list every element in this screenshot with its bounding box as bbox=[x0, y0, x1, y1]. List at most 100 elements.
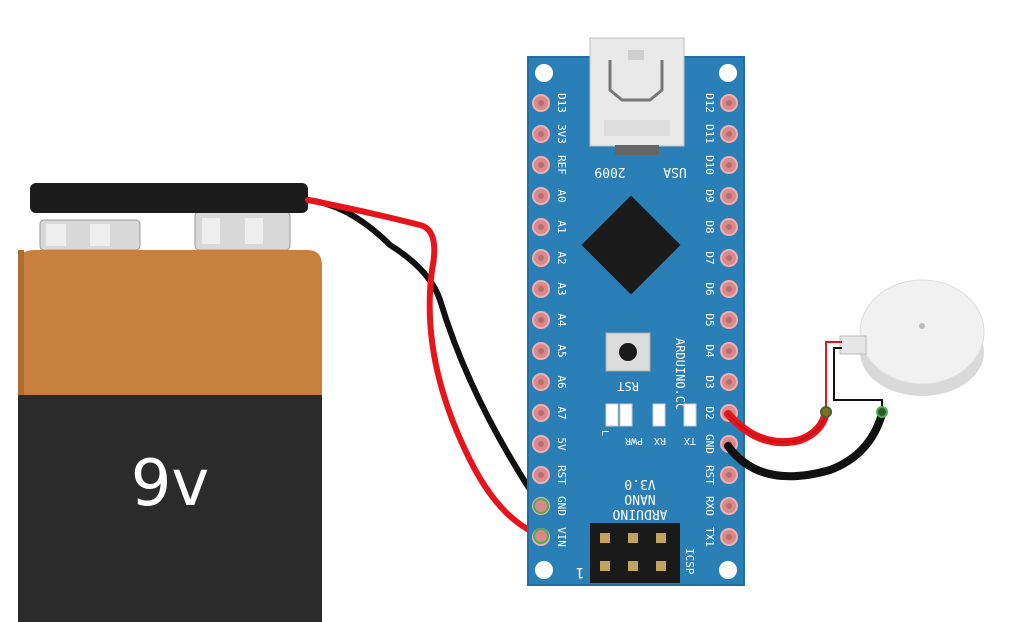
pin-hole bbox=[726, 317, 732, 323]
battery-label: 9v bbox=[131, 447, 210, 521]
mount-hole bbox=[535, 561, 553, 579]
pin-label-d11: D11 bbox=[703, 124, 716, 144]
pin-hole bbox=[538, 100, 544, 106]
pin-hole bbox=[726, 193, 732, 199]
pin-hole bbox=[726, 379, 732, 385]
reset-button[interactable] bbox=[605, 332, 651, 372]
pin-label-d2: D2 bbox=[703, 406, 716, 419]
usb-text: USA bbox=[663, 164, 687, 179]
pin-label-gnd: GND bbox=[703, 434, 716, 454]
icsp-header bbox=[590, 523, 680, 583]
motor-black-wire bbox=[724, 410, 886, 481]
led-label-pwr: PWR bbox=[624, 435, 643, 446]
pin-label-a3: A3 bbox=[555, 282, 568, 295]
pin-hole bbox=[538, 348, 544, 354]
microcontroller-chip bbox=[581, 195, 681, 295]
pin-label-a2: A2 bbox=[555, 251, 568, 264]
board-name-line-2: NANO bbox=[624, 491, 655, 506]
pin-label-vin: VIN bbox=[555, 527, 568, 547]
pin-label-d13: D13 bbox=[555, 93, 568, 113]
pin-hole bbox=[538, 410, 544, 416]
pin-label-d4: D4 bbox=[703, 344, 716, 358]
pin-hole bbox=[538, 131, 544, 137]
pin-hole bbox=[726, 162, 732, 168]
pin-hole bbox=[726, 255, 732, 261]
motor-wires bbox=[724, 406, 888, 481]
pin-label-5v: 5V bbox=[555, 437, 568, 451]
gnd-wire-end bbox=[533, 498, 549, 514]
battery-snap-cap bbox=[30, 183, 308, 213]
motor-black-lead-end bbox=[876, 406, 888, 418]
pin-hole bbox=[538, 379, 544, 385]
pin-hole bbox=[538, 193, 544, 199]
year-text: 2009 bbox=[594, 164, 625, 179]
motor-red-lead-end bbox=[820, 406, 832, 418]
pin-label-d3: D3 bbox=[703, 375, 716, 388]
pin-hole bbox=[538, 472, 544, 478]
pin-label-d12: D12 bbox=[703, 93, 716, 113]
led-label-tx: TX bbox=[684, 435, 696, 446]
motor-red-wire bbox=[724, 408, 830, 447]
pin-label-a7: A7 bbox=[555, 406, 568, 419]
usb-connector bbox=[589, 37, 685, 155]
pin-label-a0: A0 bbox=[555, 189, 568, 202]
motor-red-wire-dark bbox=[727, 411, 827, 444]
battery-red-wire bbox=[305, 197, 543, 538]
pin-label-tx1: TX1 bbox=[703, 527, 716, 547]
motor-connector bbox=[839, 335, 867, 355]
pin-label-gnd: GND bbox=[555, 496, 568, 516]
status-leds bbox=[605, 403, 697, 427]
led-rx bbox=[652, 403, 666, 427]
pin-label-rst: RST bbox=[555, 465, 568, 485]
pin-hole bbox=[726, 348, 732, 354]
battery-wire-ends bbox=[533, 498, 549, 544]
pin-label-d10: D10 bbox=[703, 155, 716, 175]
mount-hole bbox=[719, 561, 737, 579]
pin-hole bbox=[726, 131, 732, 137]
led-tx bbox=[683, 403, 697, 427]
pin-hole bbox=[538, 441, 544, 447]
pin-label-d9: D9 bbox=[703, 189, 716, 202]
board-name-line-1: ARDUINO bbox=[612, 506, 667, 521]
pin-hole bbox=[726, 503, 732, 509]
battery-black-wire bbox=[305, 197, 543, 508]
battery-body bbox=[18, 395, 322, 622]
pin-hole bbox=[538, 317, 544, 323]
pin-label-a5: A5 bbox=[555, 344, 568, 357]
led-pwr bbox=[619, 403, 633, 427]
led-label-rx: RX bbox=[654, 435, 666, 446]
pin-label-a1: A1 bbox=[555, 220, 568, 233]
arduino-nano-board: USA 2009 RST ARDUINO.CC L PWR RX TX ARDU… bbox=[527, 37, 745, 586]
pin-label-d6: D6 bbox=[703, 282, 716, 295]
battery-copper-top bbox=[18, 250, 322, 395]
vibration-motor bbox=[825, 279, 985, 412]
pin-label-a6: A6 bbox=[555, 375, 568, 388]
pin-label-d8: D8 bbox=[703, 220, 716, 233]
pin-hole bbox=[538, 224, 544, 230]
icsp-label: ICSP bbox=[683, 548, 696, 575]
pin1-mark: 1 bbox=[576, 564, 584, 580]
pin-hole bbox=[726, 472, 732, 478]
pin-label-rst: RST bbox=[703, 465, 716, 485]
board-name-line-3: V3.0 bbox=[624, 476, 655, 491]
mount-hole bbox=[535, 64, 553, 82]
pin-label-d7: D7 bbox=[703, 251, 716, 264]
pin-hole bbox=[538, 162, 544, 168]
mount-hole bbox=[719, 64, 737, 82]
pin-hole bbox=[726, 100, 732, 106]
pin-label-3v3: 3V3 bbox=[555, 124, 568, 144]
vin-wire-end bbox=[533, 528, 549, 544]
pin-hole bbox=[726, 534, 732, 540]
pin-hole bbox=[726, 224, 732, 230]
pin-label-a4: A4 bbox=[555, 313, 568, 327]
pin-label-rxo: RXO bbox=[703, 496, 716, 516]
pin-hole bbox=[726, 286, 732, 292]
reset-label: RST bbox=[617, 379, 639, 393]
pin-label-d5: D5 bbox=[703, 313, 716, 326]
led-label-l: L bbox=[599, 430, 610, 436]
led-l bbox=[605, 403, 619, 427]
pin-hole bbox=[538, 255, 544, 261]
motor-red-lead bbox=[825, 341, 842, 410]
